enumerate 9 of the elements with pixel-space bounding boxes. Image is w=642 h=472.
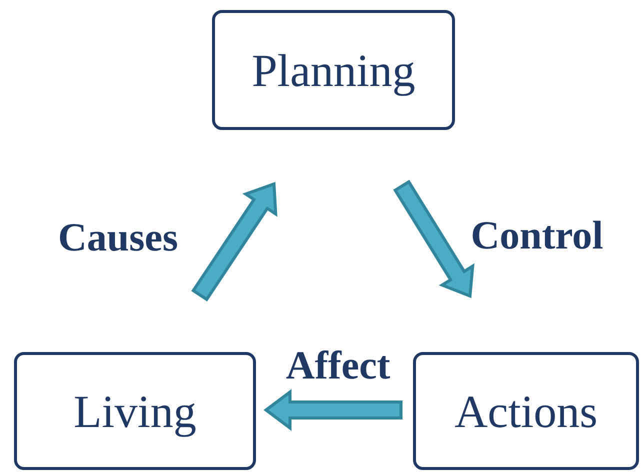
- process-box: [413, 352, 639, 470]
- process-box: [212, 10, 455, 130]
- box-label: Living: [74, 384, 196, 438]
- block-arrow: [393, 180, 474, 298]
- block-arrow: [191, 182, 278, 302]
- block-arrow: [264, 389, 402, 431]
- box-label: Actions: [454, 384, 598, 438]
- process-box: [14, 352, 256, 470]
- box-label: Planning: [252, 44, 416, 96]
